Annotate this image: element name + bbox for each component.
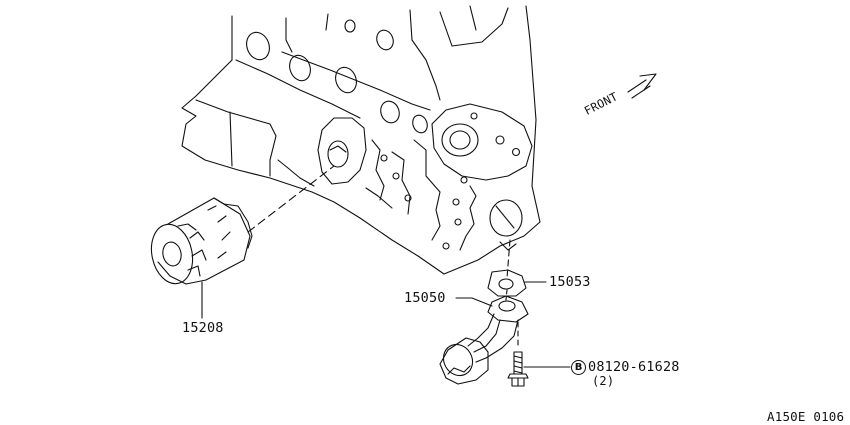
part-number-oil-strainer[interactable]: 15050: [404, 290, 446, 306]
oil-strainer: [439, 295, 529, 385]
part-quantity-bolt: (2): [592, 374, 615, 388]
part-number-bolt[interactable]: 08120-61628: [588, 359, 680, 375]
part-symbol-badge: B: [571, 360, 586, 375]
flange-bolt: [507, 351, 571, 387]
gasket-alignment-axis: [506, 239, 511, 279]
drawing-code: A150E 0106: [767, 409, 845, 424]
front-direction-arrow-icon: [627, 73, 657, 99]
filter-mounting-axis: [247, 165, 335, 233]
oil-strainer-gasket: [487, 269, 547, 297]
part-number-oil-filter[interactable]: 15208: [182, 320, 224, 336]
part-number-gasket[interactable]: 15053: [549, 274, 591, 290]
engine-block: [181, 5, 541, 275]
oil-filter: [150, 197, 253, 319]
